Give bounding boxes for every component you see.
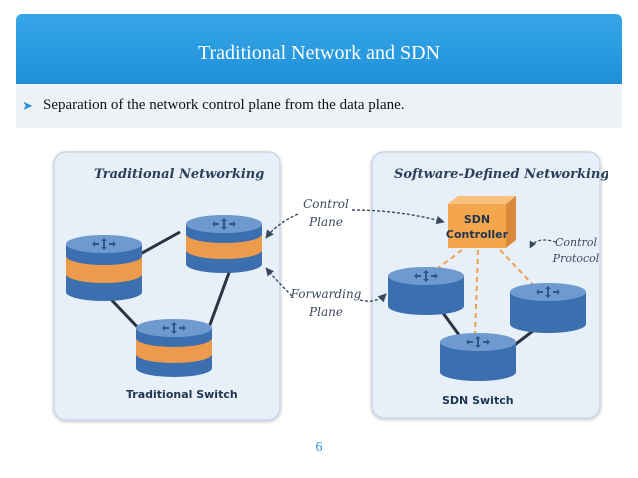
router-icon: [92, 238, 116, 250]
slide-title: Traditional Network and SDN: [197, 42, 441, 64]
controller-box-icon: [448, 196, 516, 204]
control-protocol-arrow: [529, 239, 557, 249]
control-plane-arrow-left: [265, 213, 299, 239]
router-icon: [536, 286, 560, 298]
link-line: [206, 269, 232, 331]
forwarding-plane-label-line1: Forwarding: [290, 287, 362, 301]
forwarding-plane-arrow-right: [359, 293, 387, 303]
sdn-switch-router: [440, 333, 516, 381]
control-plane-arrow-right: [351, 209, 445, 225]
forwarding-plane-arrow-left: [265, 267, 293, 297]
router-icon: [212, 218, 236, 230]
title-bar: Traditional Network and SDN: [16, 14, 622, 84]
traditional-router-right: [186, 215, 262, 273]
router-icon: [414, 270, 438, 282]
traditional-switch-router: [136, 319, 212, 377]
page-number: 6: [315, 440, 323, 455]
arrow-bullet-icon: ➤: [22, 99, 33, 114]
control-plane-label-line2: Plane: [308, 215, 343, 229]
control-protocol-line: [499, 249, 539, 291]
sdn-switch-label: SDN Switch: [442, 394, 514, 407]
control-protocol-label-line2: Protocol: [552, 252, 600, 265]
sdn-router-left: [388, 267, 464, 315]
sdn-router-right: [510, 283, 586, 333]
router-icon: [162, 322, 186, 334]
traditional-panel-title: Traditional Networking: [94, 167, 264, 182]
traditional-router-left: [66, 235, 142, 301]
control-plane-label-line1: Control: [303, 197, 349, 211]
control-protocol-label-line1: Control: [555, 236, 597, 249]
traditional-switch-label: Traditional Switch: [126, 388, 238, 401]
sdn-panel-title: Software-Defined Networking: [394, 167, 608, 182]
bullet-text: Separation of the network control plane …: [43, 97, 405, 113]
controller-label-line1: SDN: [464, 213, 490, 226]
sdn-controller: SDN Controller: [446, 196, 516, 248]
network-diagram: Traditional Networking Software-Defined …: [53, 151, 608, 421]
forwarding-plane-label-line2: Plane: [308, 305, 343, 319]
router-icon: [466, 336, 490, 348]
controller-label-line2: Controller: [446, 228, 509, 241]
bullet-band: ➤ Separation of the network control plan…: [16, 84, 622, 128]
